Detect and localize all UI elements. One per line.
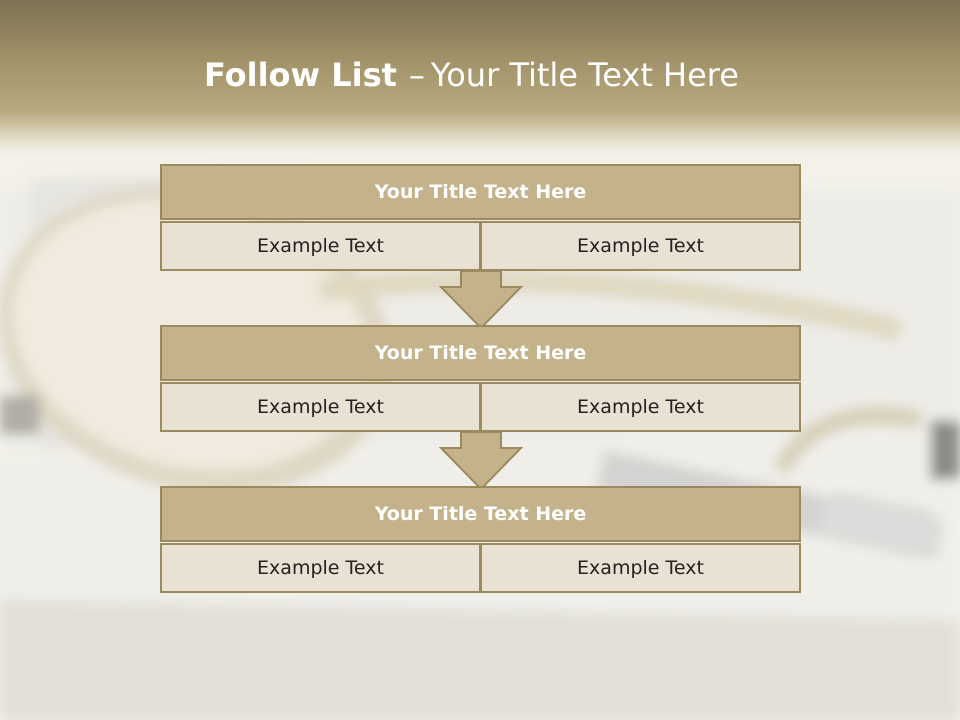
- step-box-3: Your Title Text Here Example Text Exampl…: [160, 486, 801, 593]
- down-arrow-icon: [438, 270, 524, 330]
- title-rest: Your Title Text Here: [430, 56, 739, 94]
- step-box-1: Your Title Text Here Example Text Exampl…: [160, 164, 801, 271]
- step-row: Example Text Example Text: [160, 221, 801, 271]
- step-cell: Example Text: [160, 543, 481, 593]
- step-title: Your Title Text Here: [160, 486, 801, 542]
- header-band: [0, 0, 960, 155]
- step-box-2: Your Title Text Here Example Text Exampl…: [160, 325, 801, 432]
- down-arrow-icon: [438, 431, 524, 491]
- step-cell: Example Text: [160, 221, 481, 271]
- step-cell: Example Text: [481, 382, 801, 432]
- step-title: Your Title Text Here: [160, 164, 801, 220]
- step-cell: Example Text: [481, 543, 801, 593]
- step-cell: Example Text: [481, 221, 801, 271]
- slide-title: Follow List–Your Title Text Here: [0, 52, 943, 98]
- title-dash: –: [408, 56, 425, 94]
- step-title: Your Title Text Here: [160, 325, 801, 381]
- title-bold: Follow List: [204, 56, 397, 94]
- step-row: Example Text Example Text: [160, 543, 801, 593]
- step-row: Example Text Example Text: [160, 382, 801, 432]
- step-cell: Example Text: [160, 382, 481, 432]
